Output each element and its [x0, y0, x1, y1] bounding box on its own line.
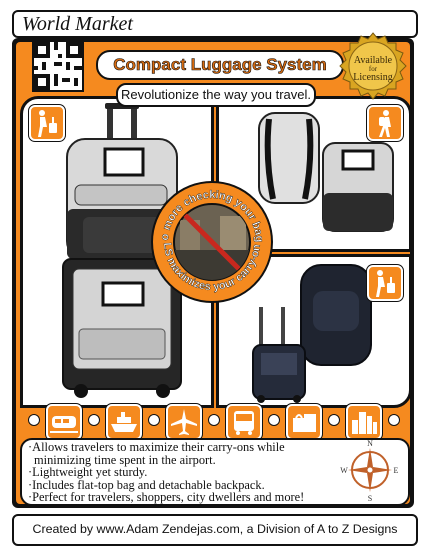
- divider-dot: [88, 414, 100, 426]
- compass-south: S: [368, 494, 372, 502]
- hiker-backpack-icon: [367, 105, 403, 141]
- feature-item: ·Lightweight yet sturdy.: [28, 465, 148, 480]
- product-headline: Compact Luggage System: [113, 55, 327, 75]
- feature-item: ·Includes flat-top bag and detachable ba…: [28, 477, 265, 492]
- footer-credit-bar: Created by www.Adam Zendejas.com, a Divi…: [12, 514, 418, 546]
- photo-panel-backpack: [216, 96, 412, 252]
- divider-dot: [268, 414, 280, 426]
- city-icon: [346, 404, 382, 440]
- carry-on-badge: No more checking your bags CLS maximizes…: [146, 171, 274, 304]
- compass-west: W: [340, 466, 348, 475]
- bus-icon: [226, 404, 262, 440]
- feature-item: minimizing time spent in the airport.: [34, 452, 216, 467]
- compass-rose: N S E W: [340, 438, 400, 503]
- feature-item: ·Perfect for travelers, shoppers, city d…: [28, 490, 305, 505]
- seal-line-available: Available: [354, 55, 393, 66]
- divider-dot: [148, 414, 160, 426]
- compass-north: N: [367, 439, 373, 448]
- transport-icon-row: [16, 398, 410, 440]
- store-title-bar: World Market: [12, 10, 418, 38]
- tagline: Revolutionize the way you travel.: [120, 87, 312, 102]
- traveler-rolling-bag-icon: [29, 105, 65, 141]
- footer-credit[interactable]: Created by www.Adam Zendejas.com, a Divi…: [32, 522, 398, 536]
- photo-panel-stacked-luggage: [20, 96, 214, 408]
- licensing-seal: Available for Licensing: [339, 32, 407, 100]
- subtitle-banner: Revolutionize the way you travel.: [116, 83, 316, 107]
- train-icon: [46, 404, 82, 440]
- stacked-luggage-illustration: [62, 103, 182, 398]
- airplane-icon: [166, 404, 202, 440]
- backpack-illustration: [258, 112, 394, 232]
- seal-line-for: for: [369, 65, 378, 73]
- compass-east: E: [394, 466, 399, 475]
- seal-line-licensing: Licensing: [353, 72, 392, 83]
- divider-dot: [328, 414, 340, 426]
- feature-list-box: ·Allows travelers to maximize their carr…: [20, 438, 410, 506]
- headline-banner: Compact Luggage System: [96, 50, 344, 80]
- store-name: World Market: [22, 13, 133, 35]
- divider-dot: [208, 414, 220, 426]
- traveler-luggage-icon: [367, 265, 403, 301]
- divider-dot: [388, 414, 400, 426]
- shopping-icon: [286, 404, 322, 440]
- ship-icon: [106, 404, 142, 440]
- feature-item: ·Allows travelers to maximize their carr…: [28, 440, 285, 454]
- divider-dot: [28, 414, 40, 426]
- feature-list: ·Allows travelers to maximize their carr…: [28, 441, 348, 504]
- qr-code[interactable]: [32, 40, 84, 92]
- navy-luggage-illustration: [252, 264, 372, 403]
